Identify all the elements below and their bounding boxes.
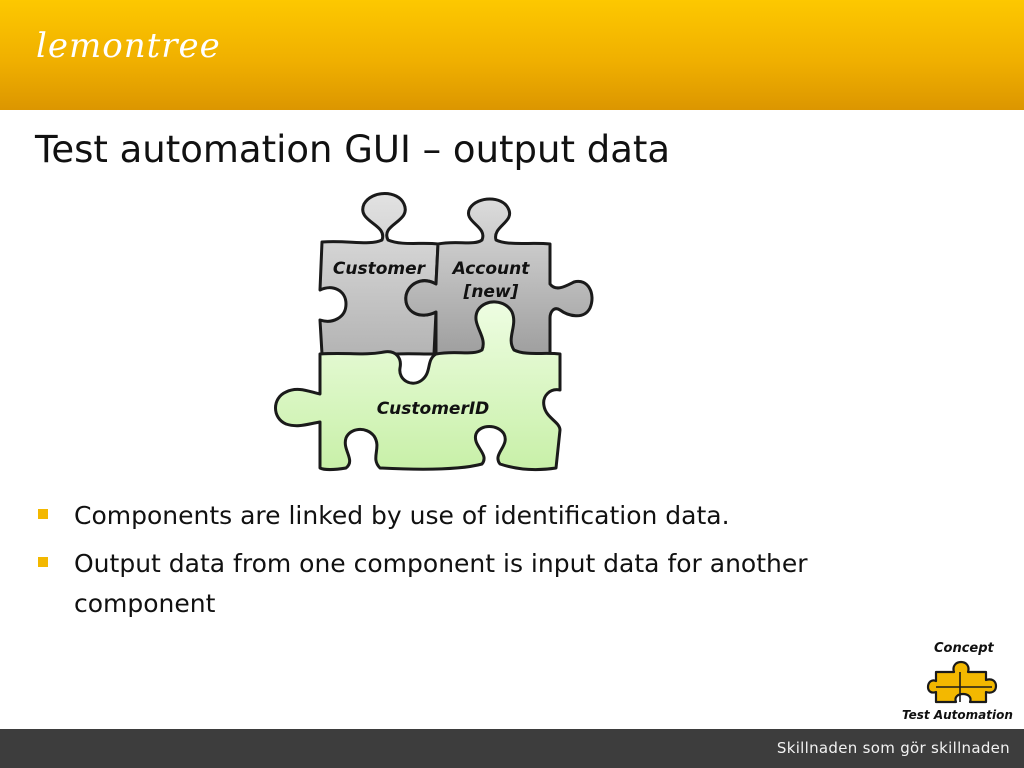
bullet-text: Output data from one component is input …	[74, 549, 808, 618]
bullet-item: Components are linked by use of identifi…	[36, 496, 936, 536]
puzzle-piece-customerid	[274, 300, 562, 472]
badge-top-label: Concept	[934, 641, 994, 656]
bullet-text: Components are linked by use of identifi…	[74, 501, 730, 530]
footer-bar: Skillnaden som gör skillnaden	[0, 729, 1024, 768]
concept-badge: Concept Test Automation	[898, 638, 1024, 728]
piece-label-customer: Customer	[333, 259, 427, 279]
piece-label-customerid: CustomerID	[377, 399, 490, 419]
badge-bottom-label: Test Automation	[902, 708, 1013, 722]
bullet-list: Components are linked by use of identifi…	[36, 496, 936, 632]
footer-tagline: Skillnaden som gör skillnaden	[776, 739, 1010, 757]
piece-label-account: Account	[451, 259, 531, 279]
piece-label-account-new: [new]	[463, 282, 519, 302]
puzzle-diagram: Customer Account [new] CustomerID	[260, 192, 620, 482]
bullet-square-icon	[38, 509, 48, 519]
header-banner: lemontree	[0, 0, 1024, 110]
puzzle-icon	[926, 660, 998, 704]
slide-title: Test automation GUI – output data	[35, 128, 671, 171]
bullet-square-icon	[38, 557, 48, 567]
bullet-item: Output data from one component is input …	[36, 544, 936, 624]
brand-logo: lemontree	[36, 26, 221, 66]
puzzle-piece-account	[404, 197, 594, 356]
